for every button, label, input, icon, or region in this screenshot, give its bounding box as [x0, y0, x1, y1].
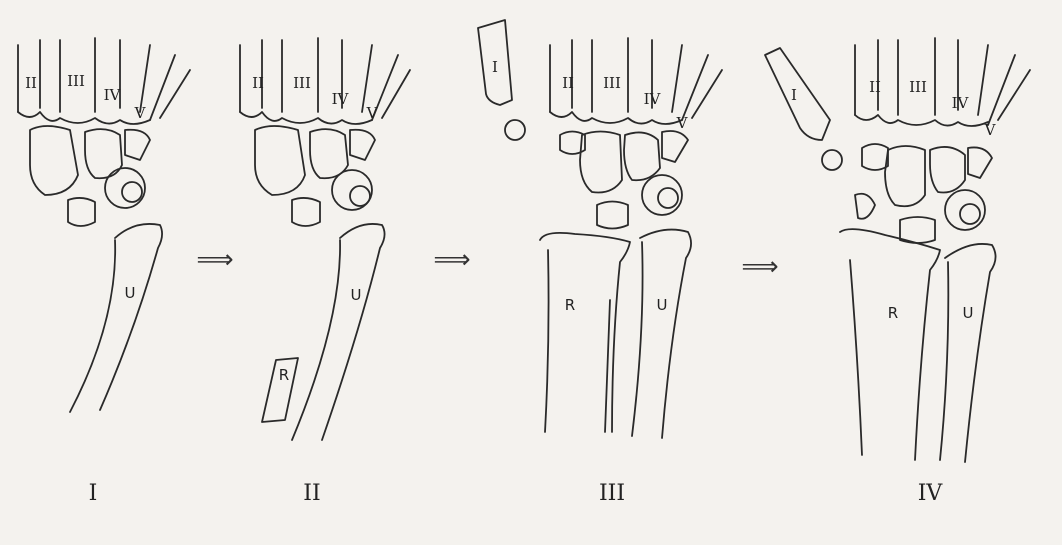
radius-label: R: [279, 366, 289, 384]
ulna-label: U: [125, 284, 136, 302]
panel-stage-3: I II III IV V R U III: [478, 20, 722, 506]
metacarpal-label: V: [134, 104, 147, 122]
panel-stage-1: II III IV V U I: [18, 38, 190, 506]
metacarpal-label: I: [791, 86, 797, 104]
radius-label: R: [888, 304, 898, 322]
carpal-bones: [255, 126, 375, 226]
radius-outline: [540, 233, 630, 432]
stage-label: IV: [918, 481, 944, 506]
arrow-icon: ⟹: [741, 252, 778, 282]
metacarpal-label: IV: [644, 90, 662, 108]
ulna-label: U: [657, 296, 668, 314]
carpal-bones: [560, 131, 688, 229]
ulna-label: U: [351, 286, 362, 304]
metacarpal-label: I: [492, 58, 498, 76]
metacarpal-group: [550, 38, 722, 124]
metacarpal-label: V: [366, 104, 379, 122]
metacarpal-group: [855, 38, 1030, 126]
metacarpal-label: IV: [104, 86, 122, 104]
metacarpal-label: IV: [952, 94, 970, 112]
metacarpal-label: III: [67, 72, 85, 90]
metacarpal-group: [18, 38, 190, 124]
thumb-metacarpal: [765, 48, 830, 140]
ulna-label: U: [963, 304, 974, 322]
metacarpal-group: [240, 38, 410, 124]
carpal-bones: [855, 144, 992, 243]
radius-label: R: [565, 296, 575, 314]
stage-label: I: [89, 481, 98, 506]
metacarpal-label: V: [676, 114, 689, 132]
metacarpal-label: II: [869, 78, 881, 96]
ulna-outline: [292, 224, 385, 440]
metacarpal-label: III: [603, 74, 621, 92]
panel-stage-2: II III IV V U R II: [240, 38, 410, 506]
ulna-outline: [70, 224, 162, 412]
metacarpal-label: III: [293, 74, 311, 92]
arrow-icon: ⟹: [433, 245, 470, 275]
arrow-icon: ⟹: [196, 245, 233, 275]
panel-stage-4: I II III IV V R U IV: [765, 38, 1030, 506]
metacarpal-label: II: [25, 74, 37, 92]
metacarpal-label: III: [909, 78, 927, 96]
ulna-outline: [940, 244, 996, 462]
metacarpal-label: II: [252, 74, 264, 92]
stage-label: II: [303, 481, 320, 506]
radius-outline: [840, 229, 940, 460]
metacarpal-label: V: [984, 121, 997, 139]
ulna-outline: [632, 230, 691, 438]
carpal-bones: [30, 126, 150, 226]
metacarpal-label: II: [562, 74, 574, 92]
metacarpal-label: IV: [332, 90, 350, 108]
stage-label: III: [599, 481, 625, 506]
